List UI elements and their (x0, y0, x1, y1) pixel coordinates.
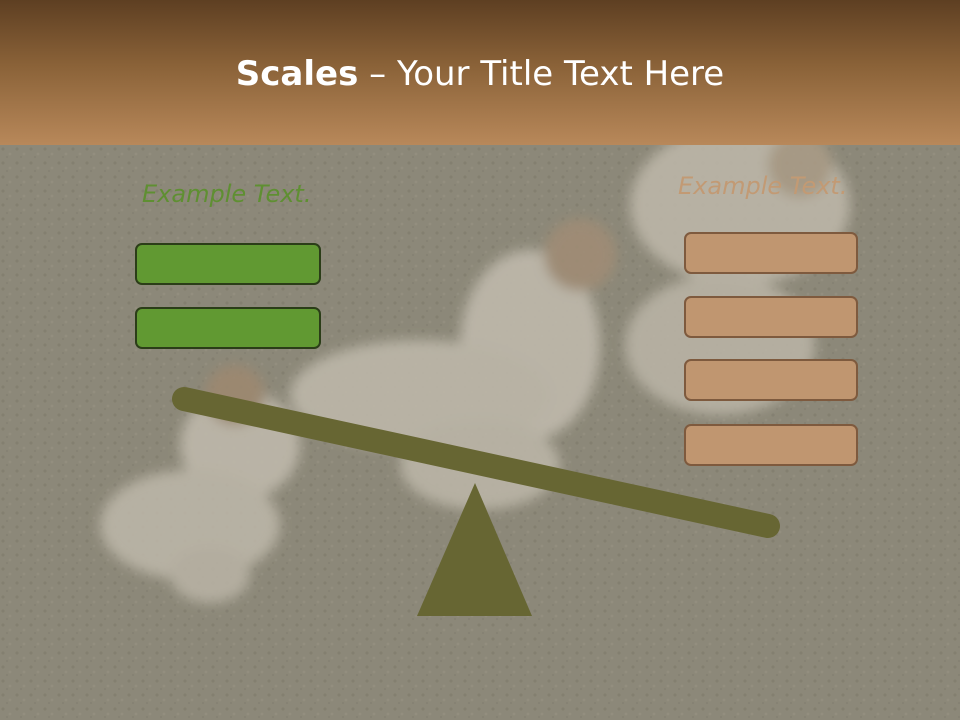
slide-title: Scales – Your Title Text Here (0, 52, 960, 96)
title-bar: Scales – Your Title Text Here (0, 0, 960, 145)
left-box-1 (135, 243, 321, 285)
right-example-text: Example Text. (678, 172, 848, 200)
left-example-text: Example Text. (142, 180, 312, 208)
title-rest: – Your Title Text Here (358, 54, 725, 94)
right-box-4 (684, 424, 858, 466)
left-box-2 (135, 307, 321, 349)
scale-fulcrum (417, 483, 532, 616)
right-box-3 (684, 359, 858, 401)
right-box-1 (684, 232, 858, 274)
scale-beam (172, 387, 780, 538)
right-box-2 (684, 296, 858, 338)
title-bold: Scales (235, 54, 359, 94)
meditation-photo-icon (0, 145, 960, 720)
